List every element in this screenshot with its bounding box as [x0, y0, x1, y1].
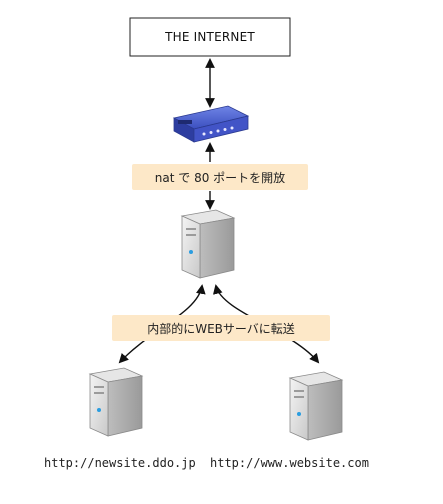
server-icon — [180, 209, 236, 279]
server-icon — [88, 367, 144, 437]
forward-label: 内部的にWEBサーバに転送 — [112, 315, 330, 341]
website-url-caption: http://www.website.com — [210, 456, 369, 470]
nat-port-label: nat で 80 ポートを開放 — [132, 164, 308, 190]
server-icon — [288, 371, 344, 441]
internet-box — [129, 17, 291, 57]
router-icon — [172, 105, 250, 143]
newsite-url-caption: http://newsite.ddo.jp — [44, 456, 196, 470]
internet-label: THE INTERNET — [165, 30, 255, 44]
